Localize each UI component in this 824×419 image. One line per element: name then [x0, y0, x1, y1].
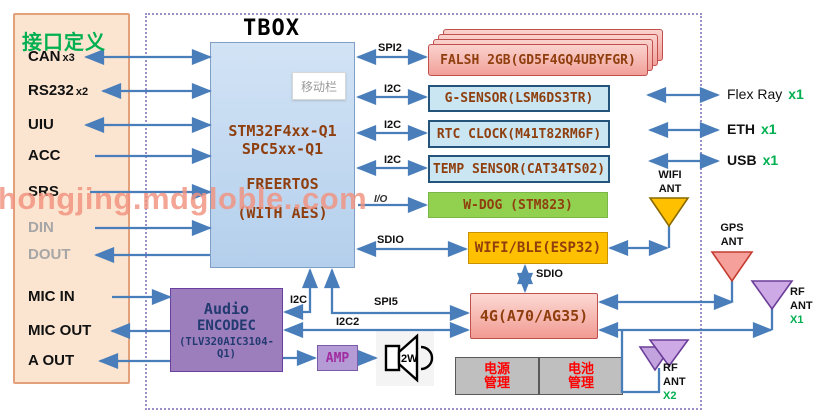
mcu-line3: FREERTOS	[246, 175, 319, 193]
amp-box: AMP	[317, 345, 358, 371]
port-din: DIN	[28, 219, 54, 236]
port-mic-in: MIC IN	[28, 288, 75, 305]
rf-antenna-x1-icon	[750, 280, 794, 311]
temp-sensor-box: TEMP SENSOR(CAT34TS02)	[428, 155, 610, 183]
mcu-line1: STM32F4xx-Q1	[228, 121, 337, 140]
bus-label-spi5: SPI5	[374, 296, 398, 308]
mcu-line4: (WITH AES)	[237, 203, 328, 222]
bus-label-i2c2: I2C2	[336, 316, 360, 328]
interface-panel-title: 接口定义	[22, 32, 106, 54]
audio-codec-box: Audio ENCODEC (TLV320AIC3104-Q1)	[170, 288, 283, 372]
port-uiu: UIU	[28, 116, 54, 133]
gps-ant-label: GPS ANT	[720, 222, 744, 248]
g-sensor-box: G-SENSOR(LSM6DS3TR)	[428, 85, 610, 112]
tbox-boundary	[145, 13, 702, 410]
speaker-backdrop	[376, 330, 434, 386]
flash-box: FALSH 2GB(GD5F4GQ4UBYFGR)	[428, 44, 648, 76]
battery-mgmt-box: 电池 管理	[539, 357, 623, 395]
modem-4g-box: 4G(A70/AG35)	[470, 293, 598, 339]
port-srs: SRS	[28, 183, 59, 200]
mcu-box: STM32F4xx-Q1 SPC5xx-Q1 FREERTOS (WITH AE…	[210, 42, 355, 268]
port-usb: USB x1	[727, 152, 779, 168]
bus-label-spi2: SPI2	[378, 42, 402, 54]
mcu-line2: SPC5xx-Q1	[241, 140, 324, 159]
wifi-ble-box: WIFI/BLE(ESP32)	[468, 232, 608, 264]
rf-ant-x2-label: RF ANT X2	[663, 362, 686, 402]
tbox-title: TBOX	[243, 16, 300, 41]
interface-panel	[13, 13, 130, 384]
bus-label-i2c-gsensor: I2C	[384, 83, 402, 95]
power-mgmt-box: 电源 管理	[455, 357, 539, 395]
rtc-clock-box: RTC CLOCK(M41T82RM6F)	[428, 120, 610, 148]
port-a-out: A OUT	[28, 352, 75, 369]
bus-label-i2c-audio: I2C	[290, 294, 308, 306]
port-dout: DOUT	[28, 246, 71, 263]
bus-label-sdio-4g: SDIO	[536, 268, 563, 280]
port-acc: ACC	[28, 147, 61, 164]
port-eth: ETH x1	[727, 121, 777, 137]
bus-label-sdio-wifi: SDIO	[377, 234, 404, 246]
port-mic-out: MIC OUT	[28, 322, 92, 339]
port-flex-ray: Flex Ray x1	[727, 86, 804, 102]
wifi-ant-label: WIFI ANT	[658, 169, 682, 195]
gps-antenna-icon	[710, 251, 754, 283]
overlay-chip: 移动栏	[292, 72, 346, 100]
watchdog-box: W-DOG (STM823)	[428, 192, 608, 218]
bus-label-i2c-rtc: I2C	[384, 119, 402, 131]
bus-label-i2c-temp: I2C	[384, 154, 402, 166]
rf-ant-x1-label: RF ANT X1	[790, 286, 813, 326]
bus-label-io-wdog: I/O	[374, 194, 388, 205]
